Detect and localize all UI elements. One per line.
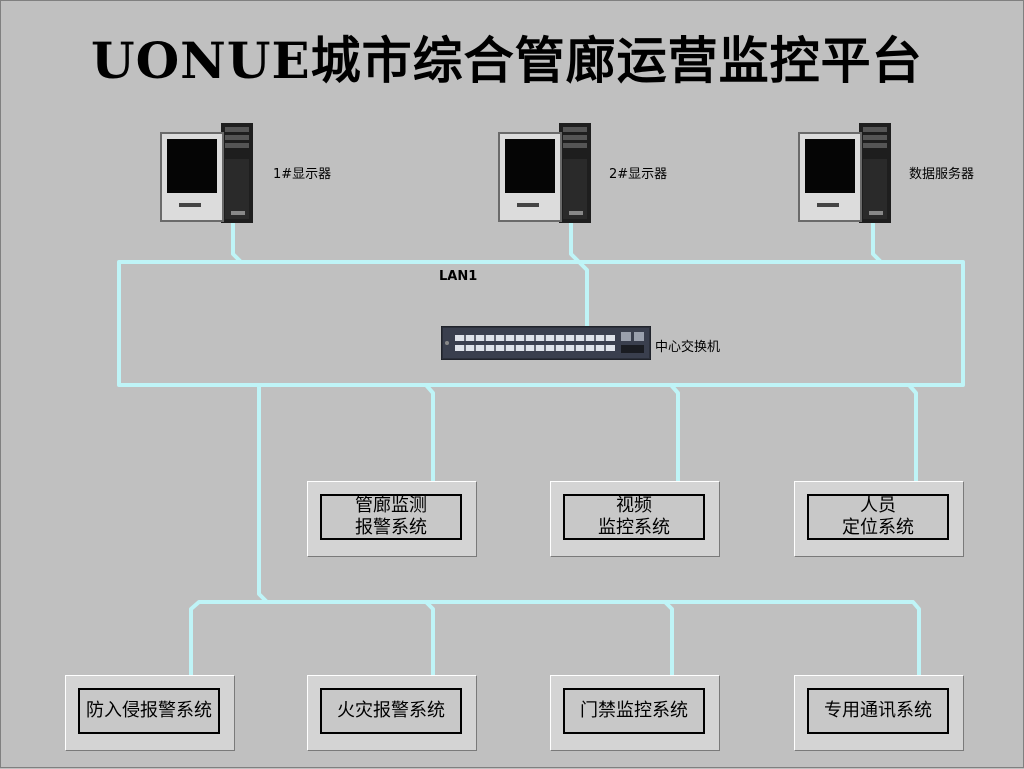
video-line1: 视频 (616, 495, 652, 516)
intrusion-line1: 防入侵报警系统 (86, 700, 212, 721)
link-display1 (231, 221, 243, 264)
server-computer-icon[interactable] (797, 119, 897, 229)
fire-line1: 火灾报警系统 (337, 700, 445, 721)
page-title: UONUE城市综合管廊运营监控平台 (91, 31, 923, 90)
bottom-bus (189, 600, 921, 687)
fire-alarm-button[interactable]: 火灾报警系统 (320, 688, 462, 734)
link-switch (577, 260, 589, 328)
switch-icon[interactable] (441, 326, 651, 360)
link-trunk (257, 385, 269, 604)
server-label: 数据服务器 (909, 167, 975, 182)
personnel-panel: 人员 定位系统 (794, 481, 964, 557)
link-personnel (907, 383, 918, 493)
access-panel: 门禁监控系统 (550, 675, 720, 751)
display1-computer-icon[interactable] (159, 119, 259, 229)
video-monitor-button[interactable]: 视频 监控系统 (563, 494, 705, 540)
pipe-monitor-button[interactable]: 管廊监测 报警系统 (320, 494, 462, 540)
intrusion-alarm-button[interactable]: 防入侵报警系统 (78, 688, 220, 734)
comm-panel: 专用通讯系统 (794, 675, 964, 751)
personnel-line1: 人员 (860, 495, 896, 516)
link-fire (424, 600, 435, 687)
lan-label: LAN1 (439, 269, 478, 284)
pipe-monitor-line1: 管廊监测 (355, 495, 427, 516)
switch-label: 中心交换机 (655, 340, 721, 355)
personnel-location-button[interactable]: 人员 定位系统 (807, 494, 949, 540)
pipe-monitor-panel: 管廊监测 报警系统 (307, 481, 477, 557)
link-access (663, 600, 674, 687)
link-server (871, 221, 883, 264)
video-line2: 监控系统 (598, 517, 670, 538)
video-panel: 视频 监控系统 (550, 481, 720, 557)
display2-computer-icon[interactable] (497, 119, 597, 229)
comm-line1: 专用通讯系统 (824, 700, 932, 721)
access-line1: 门禁监控系统 (580, 700, 688, 721)
intrusion-panel: 防入侵报警系统 (65, 675, 235, 751)
link-video (669, 383, 680, 493)
display2-label: 2#显示器 (609, 167, 668, 182)
pipe-monitor-line2: 报警系统 (355, 517, 427, 538)
personnel-line2: 定位系统 (842, 517, 914, 538)
lan-ring (117, 260, 965, 387)
fire-panel: 火灾报警系统 (307, 675, 477, 751)
access-control-button[interactable]: 门禁监控系统 (563, 688, 705, 734)
dedicated-comm-button[interactable]: 专用通讯系统 (807, 688, 949, 734)
link-pipe-monitor (424, 383, 435, 493)
display1-label: 1#显示器 (273, 167, 332, 182)
link-display2 (569, 221, 581, 264)
